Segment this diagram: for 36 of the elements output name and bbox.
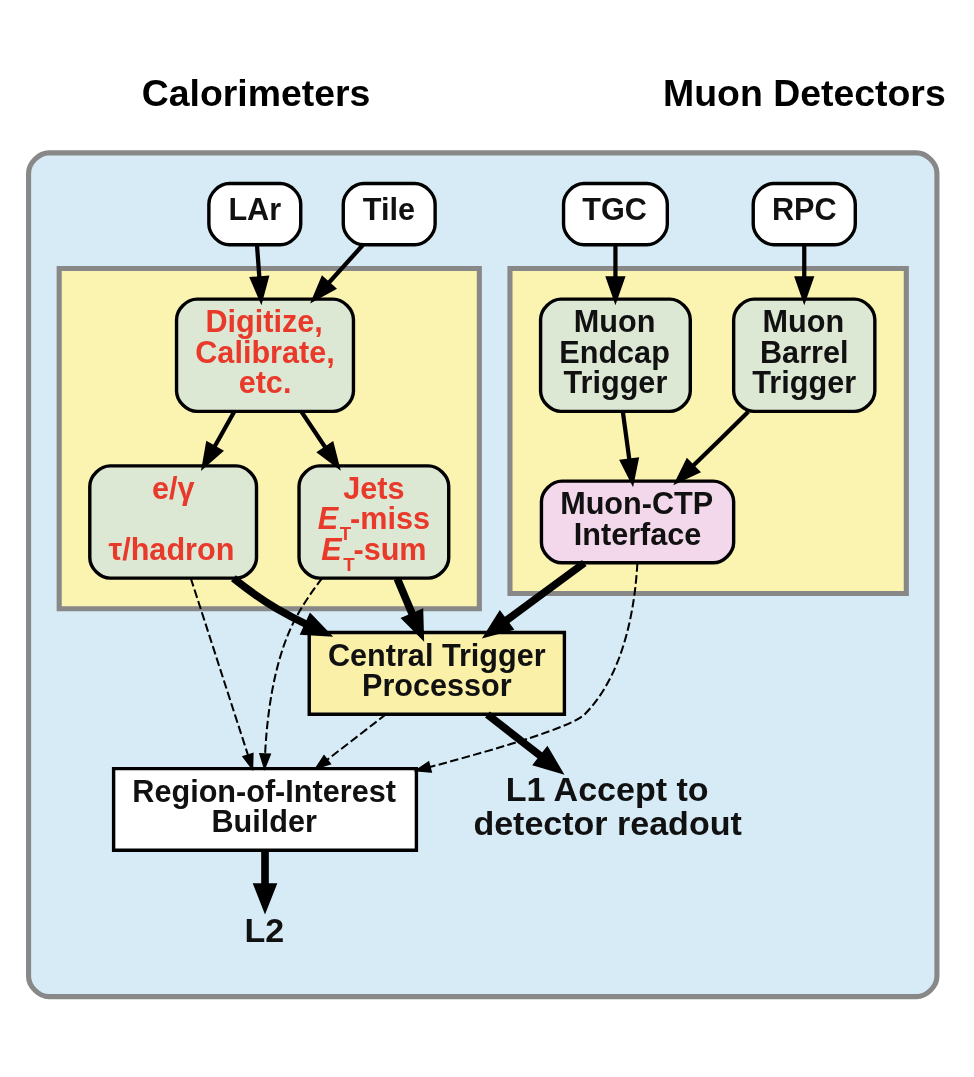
arrow xyxy=(673,409,750,485)
arrow xyxy=(249,244,270,305)
arrow xyxy=(200,410,237,471)
node-box: Jets E$_{T}$-miss E$_{T}$-sum xyxy=(297,463,451,580)
arrow xyxy=(485,711,565,775)
arrow xyxy=(619,411,640,487)
node-box: Muon-CTP Interface xyxy=(539,478,736,564)
node-box: Muon Endcap Trigger xyxy=(538,296,692,413)
arrow xyxy=(794,244,815,305)
arrow xyxy=(413,562,639,773)
node-text: L1 Accept to detector readout xyxy=(473,769,742,842)
node-box: LAr xyxy=(207,181,303,246)
arrow xyxy=(481,559,587,638)
node-box: TGC xyxy=(561,181,669,246)
arrow xyxy=(299,410,341,471)
arrow xyxy=(252,850,278,914)
cluster xyxy=(56,265,482,611)
arrow xyxy=(258,577,324,771)
node-box: Muon Barrel Trigger xyxy=(731,296,877,413)
node-box: Tile xyxy=(341,181,437,246)
node-box: RPC xyxy=(751,181,857,246)
label: Calorimeters xyxy=(141,71,371,114)
label: Muon Detectors xyxy=(663,71,946,114)
node-box: Region-of-Interest Builder xyxy=(111,766,419,852)
node-text: L2 xyxy=(244,910,285,949)
node-box: Digitize, Calibrate, etc. xyxy=(174,296,356,413)
arrow xyxy=(231,574,334,637)
node-box: Central Trigger Processor xyxy=(307,630,567,716)
arrow xyxy=(189,577,254,771)
node-box: e/γ τ/hadron xyxy=(88,463,259,580)
arrow xyxy=(393,576,425,642)
cluster xyxy=(507,265,909,596)
arrow xyxy=(310,243,365,304)
cluster xyxy=(26,149,940,999)
arrow xyxy=(313,713,387,770)
arrow xyxy=(605,244,626,305)
